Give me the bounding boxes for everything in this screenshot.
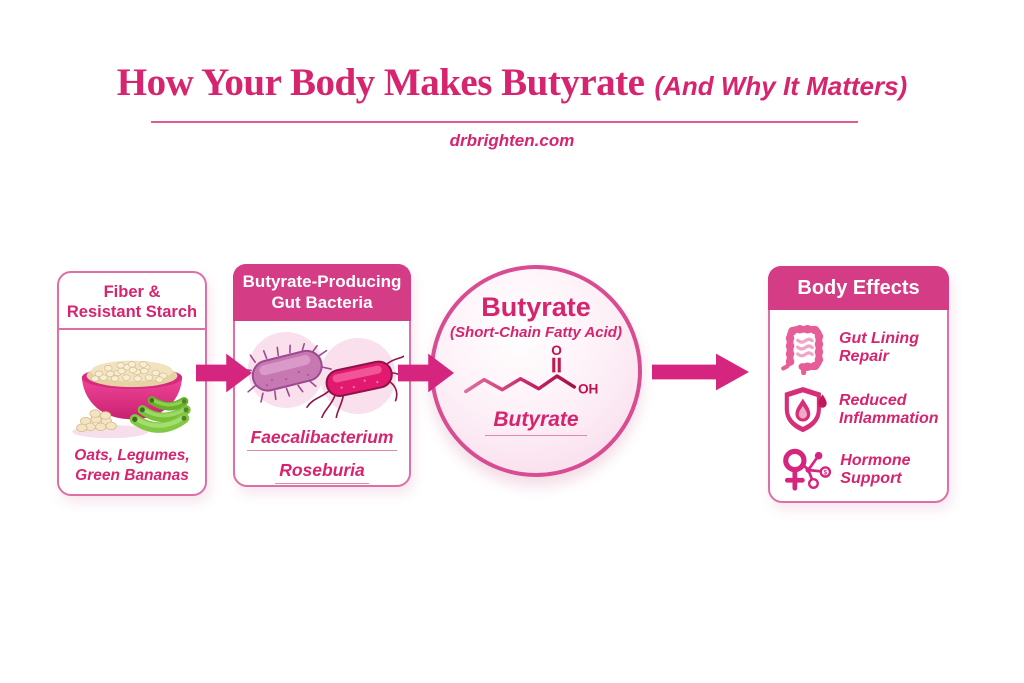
card-step1-divider [59, 328, 205, 331]
card-step4-header: Body Effects [768, 266, 949, 311]
butyrate-circle: Butyrate (Short-Chain Fatty Acid) O OH B… [430, 265, 642, 477]
website-text: drbrighten.com [449, 131, 575, 150]
title-underline [151, 121, 858, 123]
card-step2-title-line1: Butyrate-Producing [242, 272, 402, 291]
female-symbol-molecule-icon: $ [783, 449, 832, 491]
green-bananas [129, 396, 191, 434]
effect-label-gut-lining: Gut Lining Repair [839, 329, 919, 366]
oxygen-atom-label: O [551, 345, 562, 358]
effect-label-hormone: Hormone Support [840, 451, 911, 488]
species-roseburia: Roseburia [235, 460, 409, 485]
hormone-molecule-symbol: $ [824, 470, 828, 477]
butyrate-caption: Butyrate [485, 408, 587, 436]
butyrate-molecule-diagram: O OH [464, 345, 598, 396]
pink-bowl-of-oats [81, 360, 183, 420]
oat-pile [76, 409, 117, 433]
effect-label-inflammation: Reduced Inflammation [839, 391, 939, 428]
card-body-effects: Body Effects Gut Lining Repair [768, 266, 949, 503]
gut-bacteria-illustration [241, 332, 404, 419]
double-bond [552, 357, 561, 373]
intestine-icon [781, 325, 824, 376]
fiber-foods-illustration [72, 360, 191, 439]
page-title: How Your Body Makes Butyrate (And Why It … [0, 60, 1024, 105]
card-step1-title-line2: Resistant Starch [66, 303, 198, 322]
hydroxyl-group-label: OH [578, 381, 598, 396]
effect-row-hormone: $ Hormone Support [770, 440, 947, 499]
flow-arrow-icon [652, 353, 749, 391]
card-step1-caption-line1: Oats, Legumes, [74, 447, 190, 465]
faecalibacterium-bacterium [241, 343, 332, 404]
card-step1-caption-line2: Green Bananas [75, 467, 189, 485]
page-title-sub: (And Why It Matters) [654, 71, 908, 101]
card-step1-title-line1: Fiber & [103, 283, 161, 301]
shield-droplet-icon [784, 387, 827, 433]
effect-row-gut-lining: Gut Lining Repair [770, 316, 947, 379]
card-step1-caption: Oats, Legumes, Green Bananas [59, 446, 205, 486]
card-step1-title: Fiber & Resistant Starch [59, 273, 205, 328]
card-fiber-resistant-starch: Fiber & Resistant Starch [57, 271, 207, 496]
card-step2-title-line2: Gut Bacteria [271, 292, 373, 312]
page-title-main: How Your Body Makes Butyrate [116, 61, 645, 104]
card-gut-bacteria: Butyrate-Producing Gut Bacteria [233, 264, 411, 487]
carbon-chain [464, 374, 577, 394]
butyrate-subtitle: (Short-Chain Fatty Acid) [450, 324, 622, 341]
species-faecalibacterium: Faecalibacterium [235, 427, 409, 452]
card-step2-header: Butyrate-Producing Gut Bacteria [233, 264, 411, 322]
butyrate-title: Butyrate [481, 292, 591, 322]
effect-row-inflammation: Reduced Inflammation [770, 379, 947, 440]
